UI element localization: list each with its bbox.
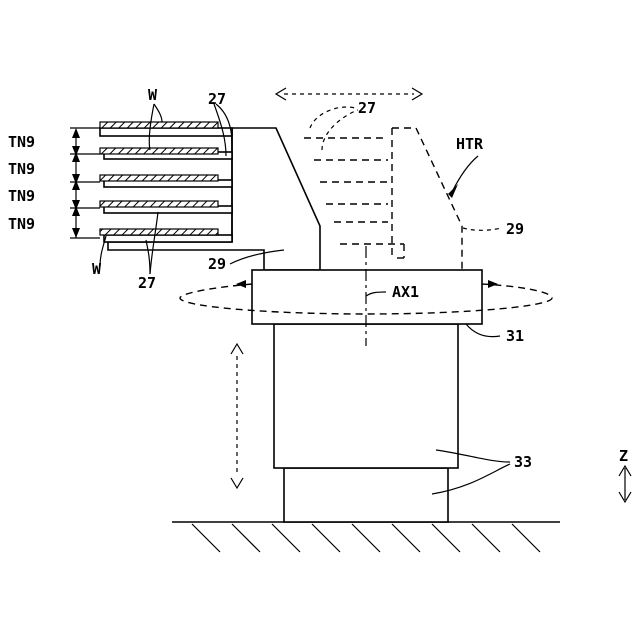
label-hand-body-left: 29: [208, 255, 226, 273]
wafer-3: [100, 175, 218, 181]
wafer-2: [100, 148, 218, 154]
label-pitch-3: TN9: [8, 187, 35, 205]
wafer-4: [100, 201, 218, 207]
hand-forks: [100, 128, 232, 242]
leader-29-right: [463, 228, 502, 230]
wafer-1: [100, 122, 218, 128]
htr-leader: [448, 156, 478, 198]
label-pitch-2: TN9: [8, 160, 35, 178]
horizontal-motion-arrow: [276, 88, 422, 100]
fork-1: [100, 128, 232, 136]
wafers: [100, 122, 218, 235]
label-hand-retracted: 27: [358, 99, 376, 117]
label-rotary-base: 31: [506, 327, 524, 345]
fork-5: [104, 235, 232, 242]
retracted-hand: [304, 128, 462, 270]
vertical-motion-arrow: [231, 344, 243, 488]
ground: [172, 522, 560, 552]
pitch-dimensions: [70, 128, 100, 238]
label-transfer-hand: HTR: [456, 135, 484, 153]
leader-27-retracted-2: [322, 110, 358, 150]
label-hand-bottom: 27: [138, 274, 156, 292]
label-rotation-axis: AX1: [392, 283, 419, 301]
leader-27-retracted: [310, 107, 355, 128]
wafer-5: [100, 229, 218, 235]
lift-unit: [274, 324, 510, 522]
label-lift-unit: 33: [514, 453, 532, 471]
label-z-axis: Z: [619, 447, 628, 465]
label-hand-body-right: 29: [506, 220, 524, 238]
label-hand-top: 27: [208, 90, 226, 108]
label-pitch-4: TN9: [8, 215, 35, 233]
label-pitch-1: TN9: [8, 133, 35, 151]
z-axis-arrow: [619, 466, 631, 502]
label-wafer-top: W: [148, 86, 158, 104]
label-wafer-bottom: W: [92, 260, 102, 278]
